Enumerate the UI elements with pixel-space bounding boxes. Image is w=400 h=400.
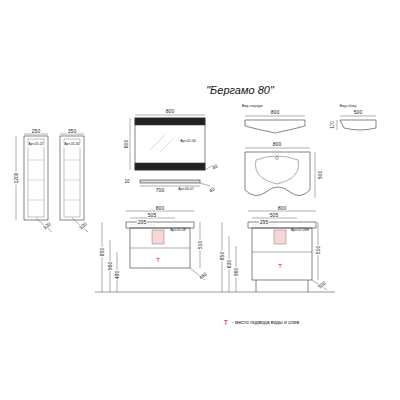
dimension: 40 <box>210 163 219 172</box>
article-number: Арт.01.08 <box>169 229 187 233</box>
dimension: 510 <box>316 245 321 255</box>
dimension: 560 <box>234 267 239 277</box>
dimension: 500 <box>353 110 363 115</box>
dimension: 40 <box>207 186 216 195</box>
dimension: 800 <box>165 109 175 114</box>
legend-text: - место подвода воды и слив <box>231 320 300 325</box>
dimension: 1200 <box>14 171 19 184</box>
dimension: 500 <box>316 280 327 290</box>
dimension: 800 <box>277 206 287 211</box>
article-number: Арт.02.06 <box>179 140 197 144</box>
dimension: 800 <box>270 110 280 115</box>
dimension: 850 <box>100 247 105 257</box>
dimension: 505 <box>147 213 157 218</box>
dimension: 850 <box>220 251 225 261</box>
dimension: Вид спереди <box>241 105 264 109</box>
water-mark: Т <box>155 257 161 263</box>
dimension: 10 <box>123 180 130 185</box>
dimension: 700 <box>155 188 165 193</box>
dimension: 800 <box>272 142 282 147</box>
dimension: 510 <box>198 240 203 250</box>
dimension: 350 <box>67 129 77 134</box>
article-number: Арт.06.07 <box>177 188 195 192</box>
dimension: 560 <box>108 261 113 271</box>
dimension: 320 <box>77 221 88 231</box>
article-number: Арт.05.25 <box>27 143 45 147</box>
dimension: 295 <box>137 220 147 225</box>
dimension: 800 <box>155 206 165 211</box>
article-number: Арт.05.30 <box>63 143 81 147</box>
dimension: 630 <box>227 259 232 269</box>
dimension: Вид сбоку <box>339 105 357 109</box>
water-mark: Т <box>277 263 283 269</box>
dimension: 250 <box>31 129 41 134</box>
title: "Бергамо 80" <box>205 85 275 96</box>
dimension: 480 <box>115 270 120 280</box>
dimension: 505 <box>269 213 279 218</box>
dimension: 460 <box>197 271 208 281</box>
dimension: 600 <box>124 139 129 149</box>
dimension: 500 <box>318 170 323 180</box>
article-number: Арт.01.08Н <box>290 229 310 233</box>
dimension: 320 <box>41 221 52 231</box>
dimension: 295 <box>259 220 269 225</box>
dimension: 170 <box>331 120 336 130</box>
water-mark: Т <box>223 319 229 326</box>
